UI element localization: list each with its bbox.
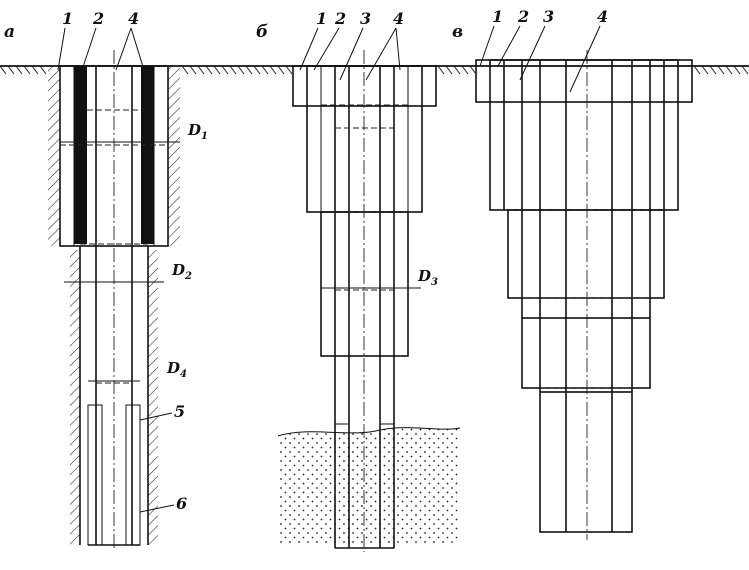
callout-2: 2 <box>92 9 104 28</box>
aquifer-sand <box>278 427 460 545</box>
panel-c: в 1 <box>452 7 693 540</box>
casing-wall <box>141 66 154 244</box>
cement-ring <box>153 65 169 247</box>
callout-1: 1 <box>62 9 73 28</box>
cement-ring <box>59 65 75 247</box>
callout-1: 1 <box>492 7 503 26</box>
callout-4: 4 <box>597 7 608 26</box>
panel-label-c: в <box>452 22 463 42</box>
panel-label-b: б <box>256 22 268 42</box>
callout-4: 4 <box>128 9 139 28</box>
soil-wall <box>168 66 180 246</box>
callout-4: 4 <box>393 9 404 28</box>
dimension-d3: D3 <box>417 267 438 288</box>
callout-1: 1 <box>316 9 327 28</box>
panel-a: а 1 2 <box>4 9 208 550</box>
callout-5: 5 <box>174 402 185 421</box>
casing-wall <box>74 66 87 244</box>
panel-label-a: а <box>4 22 15 42</box>
filter-gravel <box>87 404 103 546</box>
filter-gravel <box>125 404 141 546</box>
dimension-d4: D4 <box>166 359 187 380</box>
callout-2: 2 <box>517 7 529 26</box>
panel-b: б 1 2 3 4 <box>256 9 461 552</box>
dimension-d1: D1 <box>187 121 208 142</box>
callout-6: 6 <box>176 494 187 513</box>
callout-2: 2 <box>334 9 346 28</box>
dimension-d2: D2 <box>171 261 192 282</box>
soil-wall <box>48 66 60 246</box>
callout-3: 3 <box>360 9 371 28</box>
soil-wall <box>70 250 80 545</box>
soil-wall <box>148 250 158 545</box>
ground-surface <box>0 65 749 75</box>
callout-3: 3 <box>543 7 554 26</box>
